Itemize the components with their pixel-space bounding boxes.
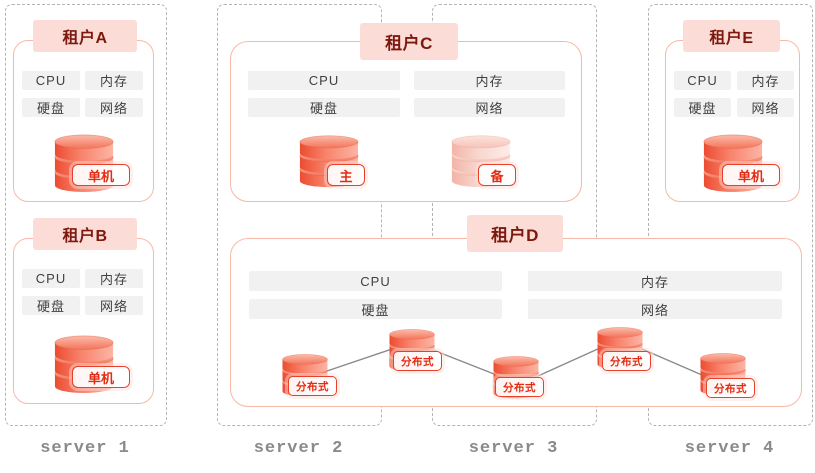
tenant-a-network-chip: 网络	[85, 98, 143, 117]
tenant-b-title: 租户B	[33, 218, 137, 250]
server-3-label: server 3	[468, 439, 559, 458]
tenant-d-distributed-tag-3: 分布式	[495, 377, 544, 397]
tenant-b-memory-chip: 内存	[85, 269, 143, 288]
tenant-a-cpu-chip: CPU	[22, 71, 80, 90]
tenant-a-standalone-tag: 单机	[72, 164, 130, 186]
tenant-c-cpu-chip: CPU	[248, 71, 400, 90]
server-4-boundary	[648, 4, 813, 426]
tenant-d-distributed-tag-4: 分布式	[602, 351, 651, 371]
tenant-e-network-chip: 网络	[737, 98, 794, 117]
tenant-d-network-chip: 网络	[528, 299, 782, 319]
tenant-c-disk-chip: 硬盘	[248, 98, 400, 117]
tenant-d-distributed-tag-5: 分布式	[706, 378, 755, 398]
tenant-a-disk-chip: 硬盘	[22, 98, 80, 117]
tenant-a-memory-chip: 内存	[85, 71, 143, 90]
tenant-b-standalone-tag: 单机	[72, 366, 130, 388]
server-2-label: server 2	[253, 439, 344, 458]
server-4-label: server 4	[684, 439, 775, 458]
tenant-e-memory-chip: 内存	[737, 71, 794, 90]
tenant-b-disk-chip: 硬盘	[22, 296, 80, 315]
tenant-d-disk-chip: 硬盘	[249, 299, 502, 319]
tenant-d-distributed-tag-1: 分布式	[288, 376, 337, 396]
tenant-e-disk-chip: 硬盘	[674, 98, 731, 117]
tenant-e-title: 租户E	[683, 20, 780, 52]
tenant-c-primary-tag: 主	[327, 164, 365, 186]
tenant-c-card	[230, 41, 582, 202]
tenant-c-title: 租户C	[360, 23, 458, 60]
tenant-c-backup-tag: 备	[478, 164, 516, 186]
tenant-e-standalone-tag: 单机	[722, 164, 780, 186]
server-2-boundary	[217, 4, 382, 426]
tenant-e-cpu-chip: CPU	[674, 71, 731, 90]
server-3-boundary	[432, 4, 597, 426]
tenant-b-network-chip: 网络	[85, 296, 143, 315]
tenant-d-distributed-tag-2: 分布式	[393, 351, 442, 371]
tenant-d-title: 租户D	[467, 215, 563, 252]
server-1-boundary	[5, 4, 167, 426]
tenant-d-cpu-chip: CPU	[249, 271, 502, 291]
tenant-c-network-chip: 网络	[414, 98, 565, 117]
tenant-b-cpu-chip: CPU	[22, 269, 80, 288]
tenant-d-memory-chip: 内存	[528, 271, 782, 291]
tenant-c-memory-chip: 内存	[414, 71, 565, 90]
tenant-a-title: 租户A	[33, 20, 137, 52]
server-1-label: server 1	[40, 439, 130, 458]
